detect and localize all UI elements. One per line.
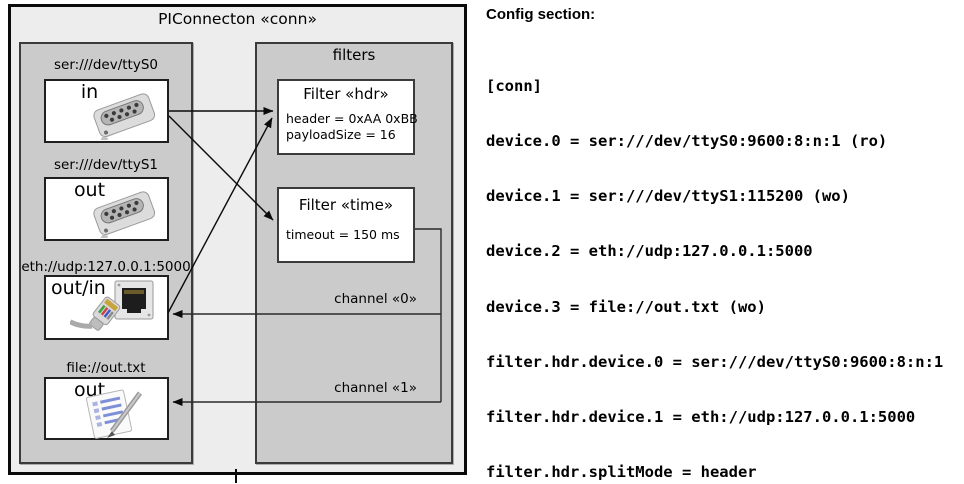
filters-panel: filters Filter «hdr» header = 0xAA 0xBB … bbox=[255, 42, 453, 464]
devices-panel: ser:///dev/ttyS0 in ser:///dev/ttyS1 bbox=[19, 42, 193, 464]
device-url-label: eth://udp:127.0.0.1:5000 bbox=[21, 259, 191, 275]
config-line: device.2 = eth://udp:127.0.0.1:5000 bbox=[486, 242, 813, 261]
filter-property: timeout = 150 ms bbox=[286, 227, 400, 242]
config-line: device.1 = ser:///dev/ttyS1:115200 (wo) bbox=[486, 187, 850, 206]
diagram-title: PIConnecton «conn» bbox=[158, 10, 317, 28]
channel-0-label: channel «0» bbox=[334, 291, 417, 307]
device-box-ttyS0: in bbox=[44, 79, 169, 143]
device-url-label: ser:///dev/ttyS1 bbox=[54, 157, 158, 173]
config-line: [conn] bbox=[486, 76, 542, 95]
config-line: device.3 = file://out.txt (wo) bbox=[486, 297, 766, 316]
filter-property: header = 0xAA 0xBB bbox=[286, 111, 418, 126]
device-url-label: file://out.txt bbox=[66, 360, 146, 376]
config-line: filter.hdr.splitMode = header bbox=[486, 463, 757, 482]
filter-box-time: Filter «time» timeout = 150 ms bbox=[277, 187, 415, 263]
device-box-ttyS1: out bbox=[44, 177, 169, 241]
filter-box-hdr: Filter «hdr» header = 0xAA 0xBB payloadS… bbox=[277, 79, 418, 155]
device-port-name: out bbox=[73, 179, 106, 201]
config-heading: Config section: bbox=[486, 6, 596, 23]
device-box-file: out bbox=[44, 377, 169, 440]
config-line: filter.hdr.device.1 = eth://udp:127.0.0.… bbox=[486, 408, 916, 427]
device-box-eth: out/in bbox=[44, 275, 169, 340]
config-listing: [conn] device.0 = ser:///dev/ttyS0:9600:… bbox=[486, 40, 953, 484]
device-port-name: out/in bbox=[51, 277, 106, 299]
device-port-name: out bbox=[73, 379, 106, 401]
device-port-name: in bbox=[80, 81, 99, 103]
filter-title: Filter «time» bbox=[298, 196, 394, 214]
config-line: device.0 = ser:///dev/ttyS0:9600:8:n:1 (… bbox=[486, 132, 888, 151]
filter-property: payloadSize = 16 bbox=[286, 127, 396, 142]
filters-panel-title: filters bbox=[332, 46, 376, 64]
device-url-label: ser:///dev/ttyS0 bbox=[54, 57, 158, 73]
ethernet-jack-icon bbox=[114, 280, 154, 320]
filter-title: Filter «hdr» bbox=[303, 85, 389, 103]
config-line: filter.hdr.device.0 = ser:///dev/ttyS0:9… bbox=[486, 352, 944, 371]
channel-1-label: channel «1» bbox=[334, 380, 417, 396]
ethernet-cable-image bbox=[70, 296, 121, 331]
